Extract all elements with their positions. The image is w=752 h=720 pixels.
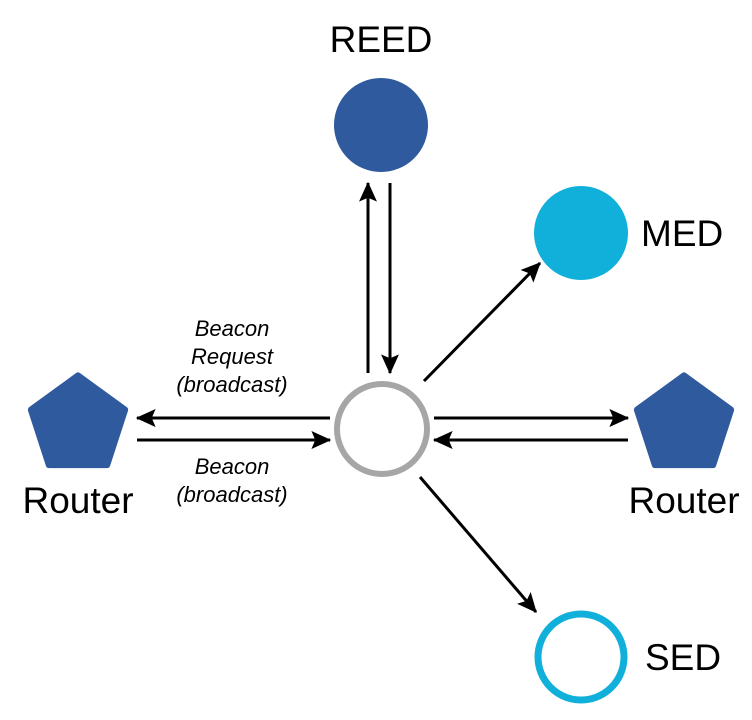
- node-label-router-left: Router: [22, 480, 133, 521]
- node-sed[interactable]: [534, 610, 628, 704]
- node-label-med: MED: [641, 213, 723, 254]
- edges-layer: [135, 181, 630, 613]
- node-center-device[interactable]: [334, 381, 430, 477]
- node-label-sed: SED: [645, 637, 721, 678]
- node-label-router-right: Router: [628, 480, 739, 521]
- edge-center-to-med: [422, 261, 542, 383]
- nodes-layer: [27, 78, 735, 704]
- node-router-left[interactable]: [27, 372, 129, 469]
- node-label-reed: REED: [330, 19, 433, 60]
- beacon-label: Beacon(broadcast): [176, 454, 287, 507]
- node-med[interactable]: [534, 186, 628, 280]
- edge-center-to-sed: [418, 476, 538, 613]
- node-reed[interactable]: [334, 78, 428, 172]
- node-router-right[interactable]: [633, 372, 735, 469]
